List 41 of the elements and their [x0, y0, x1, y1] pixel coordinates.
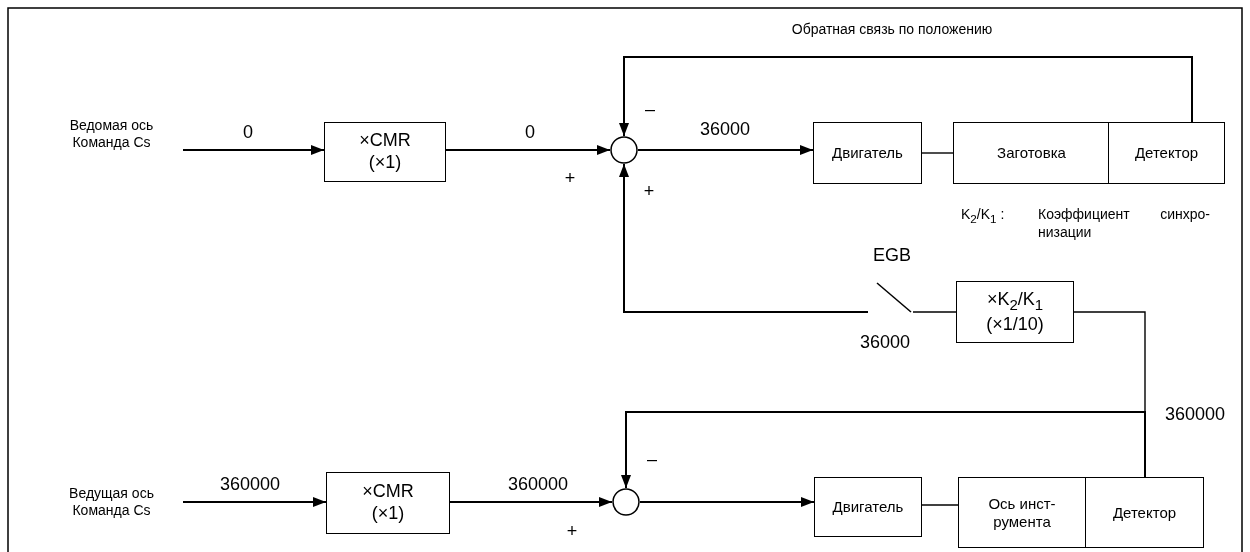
feedback-label: Обратная связь по положению: [791, 22, 993, 38]
sign-label: 36000: [859, 331, 911, 355]
arrow: [182, 145, 325, 155]
connector-line: [912, 311, 957, 313]
connector-line: [921, 504, 959, 506]
arrow: [445, 145, 611, 155]
sign-label: –: [645, 98, 655, 122]
sign-label: –: [647, 448, 657, 472]
arrow: [621, 411, 1146, 489]
block-box: Двигатель: [814, 477, 922, 537]
block-box: ×K$_{2}$/K$_{1}$ (×1/10): [956, 281, 1074, 343]
sign-label: +: [566, 520, 578, 544]
arrow: [182, 497, 327, 507]
signal-value: 360000: [1164, 405, 1226, 425]
sign-label: +: [643, 180, 655, 204]
arrow: [639, 497, 815, 507]
arrow: [637, 145, 814, 155]
connector-line: [921, 152, 954, 154]
summing-junction: [610, 136, 638, 164]
arrow: [619, 163, 869, 313]
signal-value: 0: [525, 123, 535, 143]
signal-value: 360000: [219, 475, 281, 495]
switch-label: EGB: [873, 246, 911, 266]
note-text: K$_{2}$/K$_{1}$ :: [961, 205, 1005, 226]
arrow: [449, 497, 613, 507]
signal-value: 0: [243, 123, 253, 143]
block-box: Двигатель: [813, 122, 922, 184]
note-text: Коэффициент синхро- низации: [1038, 205, 1210, 242]
block-box: ×CMR (×1): [324, 122, 446, 182]
arrow: [619, 56, 1193, 137]
signal-value: 360000: [507, 475, 569, 495]
block-box: Детектор: [1085, 477, 1204, 548]
block-box: Ось инст- румента: [958, 477, 1086, 548]
input-label: Ведущая ось Команда Cs: [40, 482, 183, 522]
block-box: ×CMR (×1): [326, 472, 450, 534]
input-label: Ведомая ось Команда Cs: [40, 114, 183, 154]
summing-junction: [612, 488, 640, 516]
sign-label: +: [564, 167, 576, 191]
signal-value: 36000: [699, 120, 751, 140]
block-box: Детектор: [1108, 122, 1225, 184]
block-box: Заготовка: [953, 122, 1110, 184]
